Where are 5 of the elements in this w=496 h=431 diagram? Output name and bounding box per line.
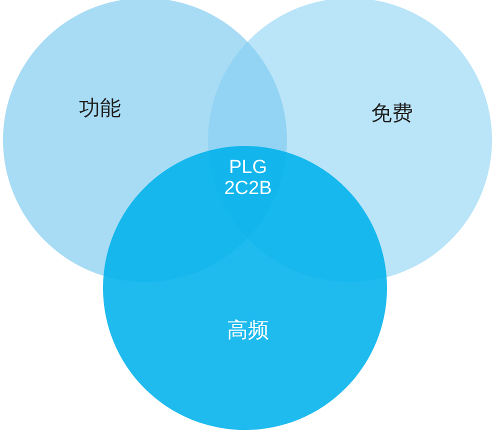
overlap-label: PLG 2C2B [223,157,273,199]
circle-label: 免费 [371,101,413,127]
venn-circle [103,146,387,430]
circle-label: 功能 [79,96,121,122]
circle-label: 高频 [227,318,269,344]
